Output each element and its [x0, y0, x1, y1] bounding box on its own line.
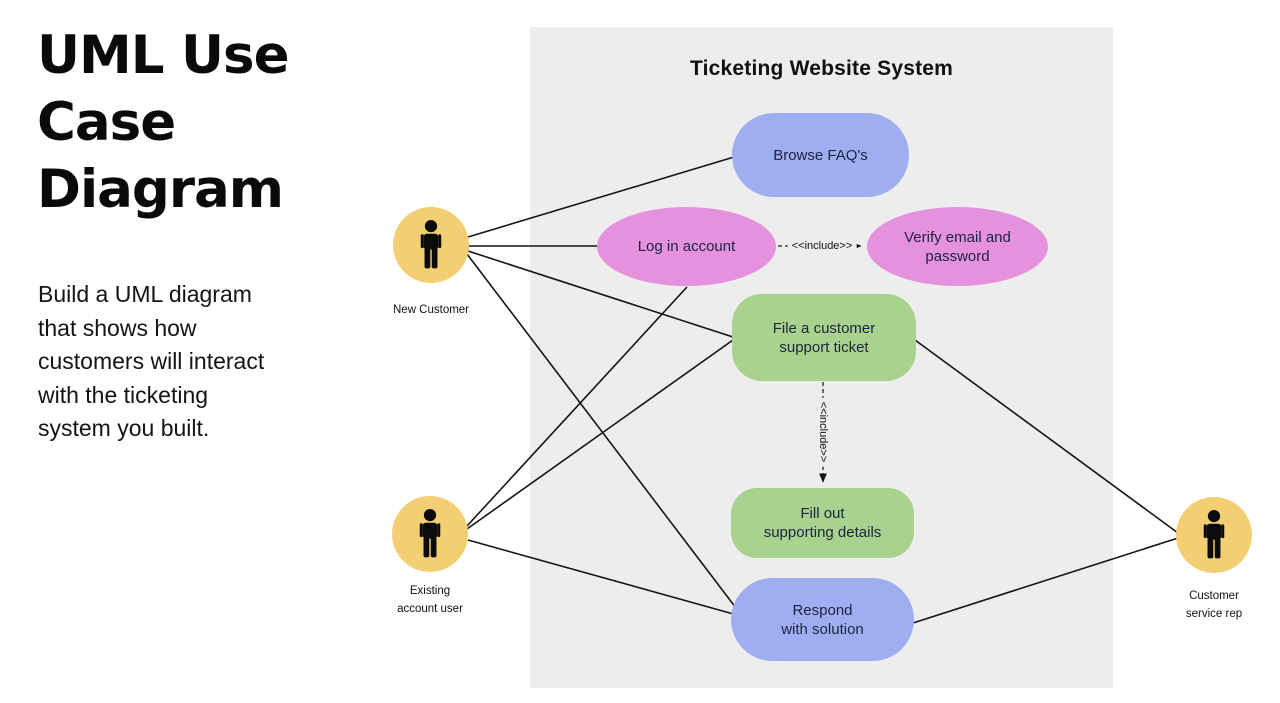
- person-icon: [1203, 509, 1225, 559]
- include-label-horizontal: <<include>>: [787, 239, 857, 253]
- use-case-label: Browse FAQ's: [773, 146, 868, 164]
- actor-existing-account-user[interactable]: [392, 496, 468, 572]
- use-case-browse-faqs[interactable]: Browse FAQ's: [732, 113, 909, 197]
- use-case-verify-email-password[interactable]: Verify email and password: [867, 207, 1048, 286]
- use-case-label: Verify email and password: [904, 228, 1011, 265]
- actor-label-customer-service-rep: Customer service rep: [1185, 590, 1243, 620]
- page-description: Build a UML diagram that shows how custo…: [38, 281, 265, 441]
- use-case-label: Log in account: [637, 238, 736, 255]
- actor-label-new-customer: New Customer: [392, 304, 470, 316]
- use-case-label: Respond with solution: [781, 601, 864, 638]
- use-case-respond-with-solution[interactable]: Respond with solution: [731, 578, 914, 661]
- use-case-label: File a customer support ticket: [772, 319, 876, 356]
- use-case-fill-out-details[interactable]: Fill out supporting details: [731, 488, 914, 558]
- person-icon: [420, 219, 442, 269]
- use-case-file-support-ticket[interactable]: File a customer support ticket: [732, 294, 916, 381]
- include-label-vertical: <<include>>: [816, 397, 830, 467]
- actor-label-existing-account-user: Existing account user: [397, 585, 463, 615]
- actor-customer-service-rep[interactable]: [1176, 497, 1252, 573]
- use-case-log-in-account[interactable]: Log in account: [597, 207, 776, 286]
- page-title: UML Use Case Diagram: [37, 25, 290, 220]
- person-icon: [419, 508, 441, 558]
- actor-new-customer[interactable]: [393, 207, 469, 283]
- use-case-label: Fill out supporting details: [763, 505, 882, 541]
- system-title: Ticketing Website System: [689, 57, 954, 80]
